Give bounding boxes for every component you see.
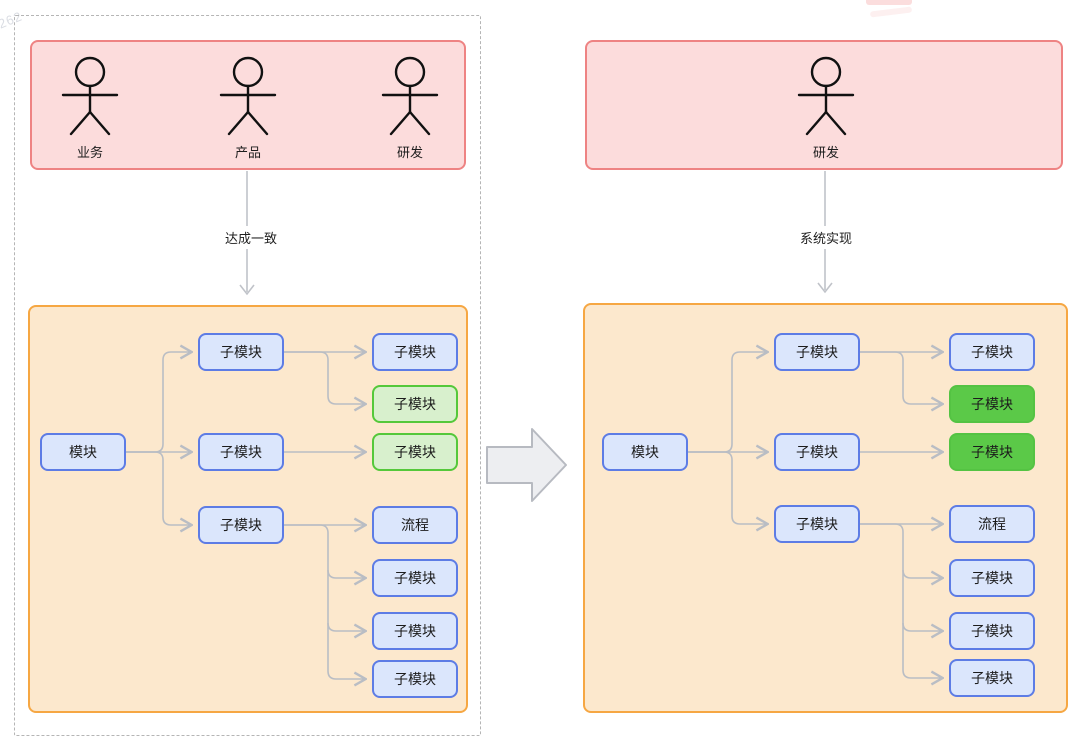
node-submodule: 子模块 (949, 559, 1035, 597)
left-module-panel: 模块 子模块 子模块 子模块 子模块 子模块 子模块 流程 子模块 子模块 子模… (28, 305, 468, 713)
node-submodule: 子模块 (774, 505, 860, 543)
node-submodule: 子模块 (198, 433, 284, 471)
node-submodule-implemented: 子模块 (949, 385, 1035, 423)
node-submodule: 子模块 (198, 333, 284, 371)
node-submodule: 子模块 (372, 333, 458, 371)
node-module-root: 模块 (602, 433, 688, 471)
node-submodule-implemented: 子模块 (949, 433, 1035, 471)
node-submodule: 子模块 (774, 333, 860, 371)
actor-rd: 研发 (786, 56, 866, 161)
right-connectors (688, 305, 1070, 715)
node-submodule-highlight: 子模块 (372, 433, 458, 471)
node-submodule: 子模块 (372, 612, 458, 650)
node-submodule-highlight: 子模块 (372, 385, 458, 423)
node-submodule: 子模块 (949, 333, 1035, 371)
node-process: 流程 (949, 505, 1035, 543)
person-icon (61, 56, 119, 140)
left-connectors (126, 307, 470, 715)
transform-arrow-icon (486, 428, 567, 502)
node-submodule: 子模块 (372, 660, 458, 698)
actor-business: 业务 (50, 56, 130, 161)
actor-product: 产品 (208, 56, 288, 161)
node-submodule: 子模块 (372, 559, 458, 597)
cropped-shape-fragment (866, 0, 912, 5)
actor-label: 研发 (396, 145, 423, 160)
left-actors-box: 业务 产品 (30, 40, 466, 170)
person-icon (797, 56, 855, 140)
actor-label: 研发 (812, 145, 839, 160)
node-submodule: 子模块 (774, 433, 860, 471)
actor-label: 业务 (76, 145, 103, 160)
right-transition-label: 系统实现 (796, 226, 857, 249)
left-group-dashed-border (14, 15, 481, 736)
right-module-panel: 模块 子模块 子模块 子模块 子模块 子模块 子模块 流程 子模块 子模块 子模… (583, 303, 1068, 713)
left-transition-label: 达成一致 (221, 226, 282, 249)
person-icon (381, 56, 439, 140)
cropped-shape-smudge (869, 6, 913, 18)
actor-label: 产品 (234, 145, 261, 160)
node-module-root: 模块 (40, 433, 126, 471)
right-actors-box: 研发 (585, 40, 1063, 170)
node-submodule: 子模块 (949, 659, 1035, 697)
node-process: 流程 (372, 506, 458, 544)
person-icon (219, 56, 277, 140)
node-submodule: 子模块 (198, 506, 284, 544)
actor-rd: 研发 (370, 56, 450, 161)
node-submodule: 子模块 (949, 612, 1035, 650)
